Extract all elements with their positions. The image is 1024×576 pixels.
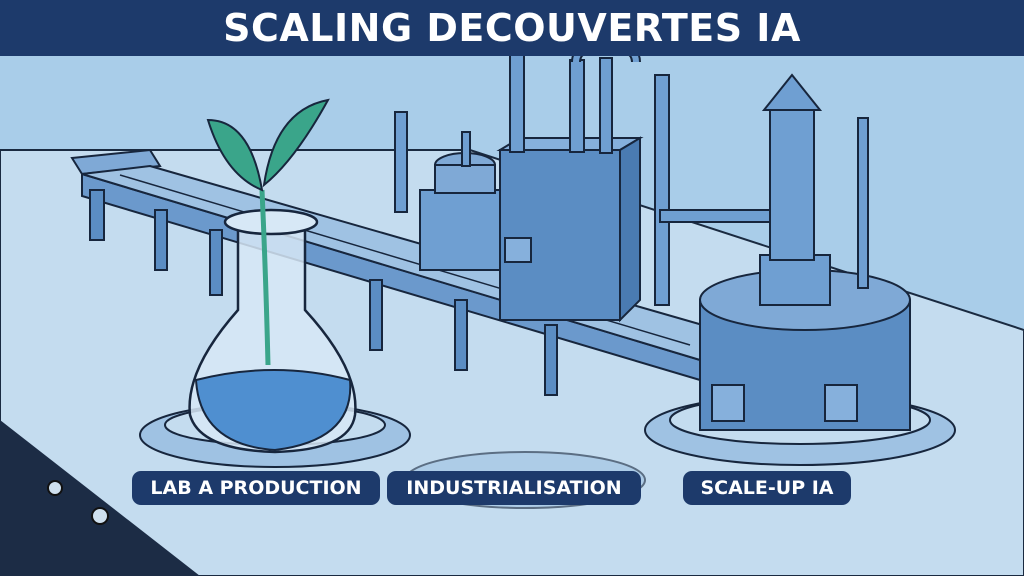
label-industrialisation: INDUSTRIALISATION [387, 471, 641, 505]
title-banner: SCALING DECOUVERTES IA [0, 0, 1024, 56]
page-title: SCALING DECOUVERTES IA [223, 6, 801, 50]
label-scale-up-ia: SCALE-UP IA [683, 471, 851, 505]
reactor-tank-icon [644, 73, 956, 466]
flask-with-sprout-icon [139, 98, 411, 468]
label-lab-a-production: LAB A PRODUCTION [132, 471, 380, 505]
